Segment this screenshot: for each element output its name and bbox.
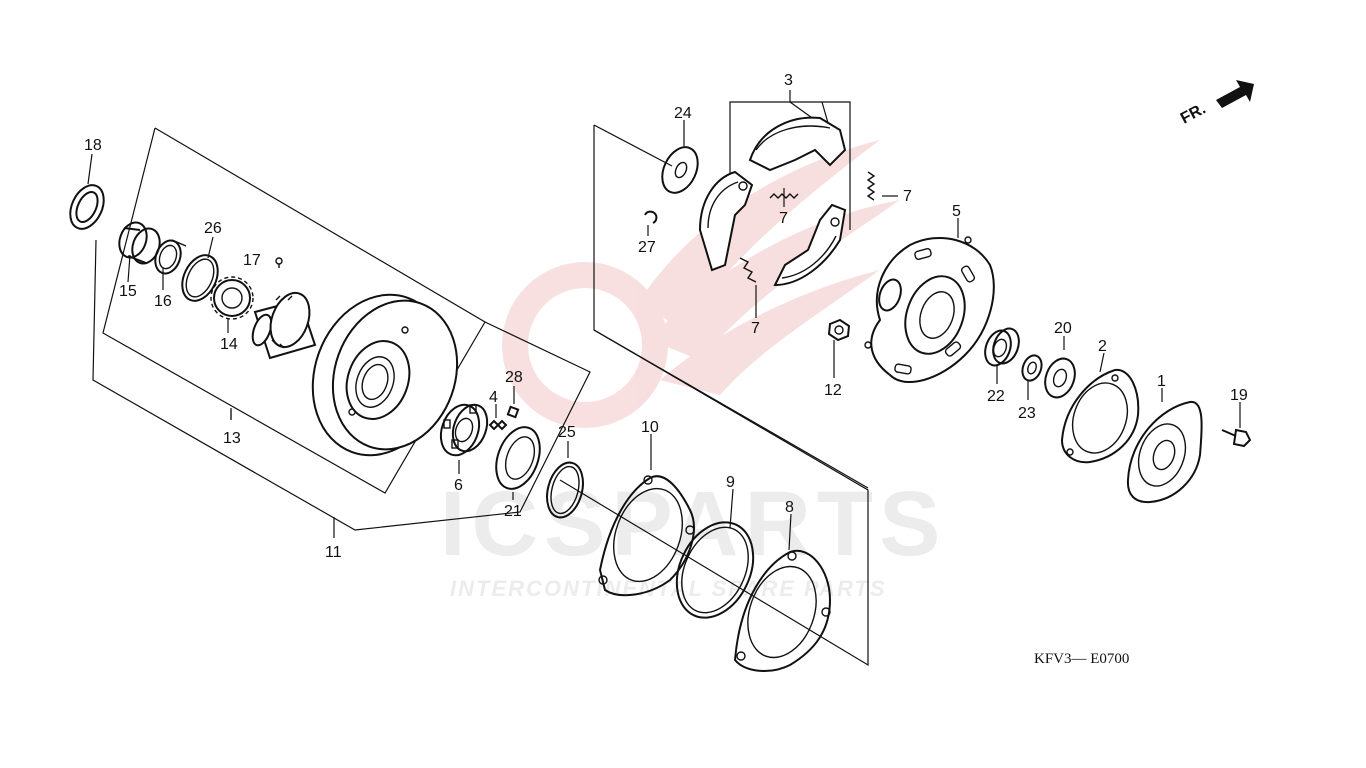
direction-label: FR. (1178, 100, 1209, 127)
part-1-cover (1126, 401, 1203, 504)
diagram-code: KFV3— E0700 (1034, 651, 1129, 667)
callout-labels: 18 15 16 26 17 14 13 11 6 4 28 21 25 10 … (84, 72, 1248, 561)
callout-26: 26 (204, 220, 222, 237)
part-18-seal (69, 184, 105, 230)
callout-14: 14 (220, 336, 238, 353)
callout-24: 24 (674, 105, 692, 122)
callout-16: 16 (154, 293, 172, 310)
part-3-clutch-shoes (698, 116, 847, 287)
callout-4: 4 (489, 389, 498, 406)
part-4-spring (488, 419, 508, 431)
callout-9: 9 (726, 474, 735, 491)
callout-13: 13 (223, 430, 241, 447)
part-25-circlip (546, 461, 584, 519)
part-19-bolt (1221, 428, 1252, 448)
callout-6: 6 (454, 477, 463, 494)
callout-27: 27 (638, 239, 656, 256)
part-20-nut (1044, 357, 1076, 399)
callout-7-lower: 7 (751, 320, 760, 337)
leader-lines (87, 120, 1241, 551)
part-2-gasket (1060, 368, 1140, 464)
callout-8: 8 (785, 499, 794, 516)
part-26-snap-ring (181, 254, 219, 302)
callout-1: 1 (1157, 373, 1166, 390)
part-5-drive-plate (864, 236, 995, 384)
callout-15: 15 (119, 283, 137, 300)
callout-12: 12 (824, 382, 842, 399)
part-24-washer (661, 146, 699, 194)
part-6-one-way-clutch (439, 403, 489, 457)
front-direction-indicator: FR. (1178, 80, 1254, 128)
watermark-tagline: INTERCONTINENTAL SPARE PARTS (450, 576, 887, 601)
part-9-o-ring (675, 521, 755, 619)
callout-21: 21 (504, 503, 522, 520)
callout-7-right: 7 (903, 188, 912, 205)
part-10-gasket (598, 475, 695, 597)
part-7-spring-right (866, 171, 876, 201)
callout-25: 25 (558, 424, 576, 441)
callout-3: 3 (784, 72, 793, 89)
callout-18: 18 (84, 137, 102, 154)
part-23-washer (1021, 354, 1043, 382)
callout-11: 11 (325, 544, 342, 561)
part-27-clip (644, 210, 658, 224)
part-7-spring-lower (739, 257, 757, 283)
arrow-right-icon (1216, 80, 1254, 108)
part-16-spring (154, 239, 187, 275)
part-22-collar (984, 327, 1020, 367)
callout-19: 19 (1230, 387, 1248, 404)
callout-22: 22 (987, 388, 1005, 405)
part-8-gasket (733, 549, 832, 672)
callout-23: 23 (1018, 405, 1036, 422)
part-28-roller (506, 405, 520, 419)
part-13-clutch-drum (251, 291, 459, 457)
watermark-gear-logo (502, 140, 900, 428)
callout-17: 17 (243, 252, 261, 269)
assembly-outlines (92, 90, 869, 667)
callout-5: 5 (952, 203, 961, 220)
part-7-spring-upper (769, 193, 799, 199)
callout-2: 2 (1098, 338, 1107, 355)
part-14-washer-gear (210, 276, 254, 320)
callout-10: 10 (641, 419, 659, 436)
part-17-pin (275, 257, 283, 268)
callout-7-upper: 7 (779, 210, 788, 227)
callout-20: 20 (1054, 320, 1072, 337)
part-21-plate (495, 426, 541, 490)
callout-28: 28 (505, 369, 523, 386)
part-12-nut (827, 318, 851, 342)
